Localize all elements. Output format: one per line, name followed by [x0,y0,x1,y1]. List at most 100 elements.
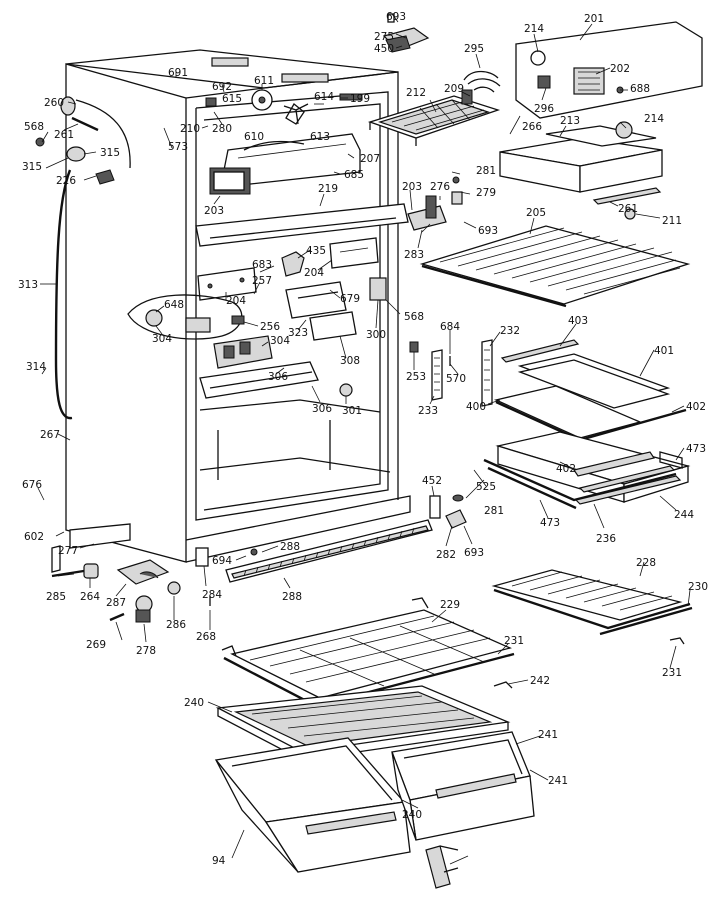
part-label: 402 [686,401,706,413]
lower-hinge-parts [429,494,467,529]
part-label: 323 [288,327,308,339]
part-label: 244 [674,509,694,521]
part-label: 683 [252,259,272,271]
wire-shelf-228 [491,569,693,645]
part-label: 269 [86,639,106,651]
part-label: 281 [484,505,504,517]
part-label: 313 [18,279,38,291]
part-label: 300 [366,329,386,341]
part-label: 304 [152,333,172,345]
part-label: 285 [46,591,66,603]
leader-lines [37,13,691,865]
part-label: 199 [350,93,370,105]
part-label: 233 [418,405,438,417]
top-hinge [382,13,430,53]
part-label: 473 [686,443,706,455]
part-label: 94 [212,855,226,867]
part-label: 286 [166,619,186,631]
crisper-drawer-left [214,737,411,873]
part-label: 275 [374,31,394,43]
part-label: 610 [244,131,264,143]
part-label: 693 [386,11,406,23]
part-label: 256 [260,321,280,333]
part-label: 257 [252,275,272,287]
part-label: 204 [226,295,246,307]
part-label: 688 [630,83,650,95]
part-label: 295 [464,43,484,55]
part-label: 230 [688,581,708,593]
part-label: 694 [212,555,232,567]
shelf-support-rails [409,339,493,407]
part-label: 287 [106,597,126,609]
part-label: 614 [314,91,334,103]
part-label: 264 [80,591,100,603]
part-label: 214 [524,23,544,35]
part-label: 210 [180,123,200,135]
part-label: 205 [526,207,546,219]
meat-keeper-tray [499,121,663,193]
control-bracket-204 [197,237,379,301]
part-label: 279 [476,187,496,199]
drain-pan-parts [51,523,211,623]
part-label: 283 [404,249,424,261]
part-label: 203 [402,181,422,193]
part-label: 214 [644,113,664,125]
part-label: 525 [476,481,496,493]
part-label: 228 [636,557,656,569]
part-label: 684 [440,321,460,333]
crisper-drawer-right [391,731,535,841]
part-label: 568 [404,311,424,323]
part-label: 288 [280,541,300,553]
freezer-floor-rail [195,203,409,247]
wire-shelf-229 [221,597,515,708]
glass-shelf-401 [493,339,687,442]
part-label: 296 [534,103,554,115]
part-label: 207 [360,153,380,165]
part-label: 282 [436,549,456,561]
part-label: 648 [164,299,184,311]
part-label: 693 [478,225,498,237]
part-label: 229 [440,599,460,611]
part-label: 693 [464,547,484,559]
part-label: 209 [444,83,464,95]
part-label: 261 [54,129,74,141]
shelf-slide-261 [592,187,662,220]
part-label: 277 [58,545,78,557]
part-label: 219 [318,183,338,195]
part-label: 226 [56,175,76,187]
part-label: 242 [530,675,550,687]
part-label: 212 [406,87,426,99]
wire-harness-295 [461,70,501,105]
part-label: 202 [610,63,630,75]
part-label: 204 [304,267,324,279]
part-label: 260 [44,97,64,109]
part-label: 306 [312,403,332,415]
part-label: 306 [268,371,288,383]
part-label: 400 [466,401,486,413]
part-label: 435 [306,245,326,257]
part-label: 315 [100,147,120,159]
part-label: 213 [560,115,580,127]
freezer-wire-shelf-205 [419,225,691,308]
part-label: 692 [212,81,232,93]
part-label: 308 [340,355,360,367]
crisper-frame [483,431,691,510]
light-switch-assembly [127,294,245,340]
ice-tray-shelf-212 [367,95,501,146]
part-label: 284 [202,589,222,601]
part-label: 281 [476,165,496,177]
part-label: 232 [500,325,520,337]
part-label: 236 [596,533,616,545]
part-label: 278 [136,645,156,657]
part-label: 253 [406,371,426,383]
part-label: 201 [584,13,604,25]
part-label: 613 [310,131,330,143]
drawer-support-94 [425,845,459,889]
part-label: 276 [430,181,450,193]
part-label: 267 [40,429,60,441]
control-panel-201 [515,21,703,119]
part-label: 301 [342,405,362,417]
part-label: 240 [184,697,204,709]
part-label: 573 [168,141,188,153]
crisper-cover-242 [215,685,511,761]
